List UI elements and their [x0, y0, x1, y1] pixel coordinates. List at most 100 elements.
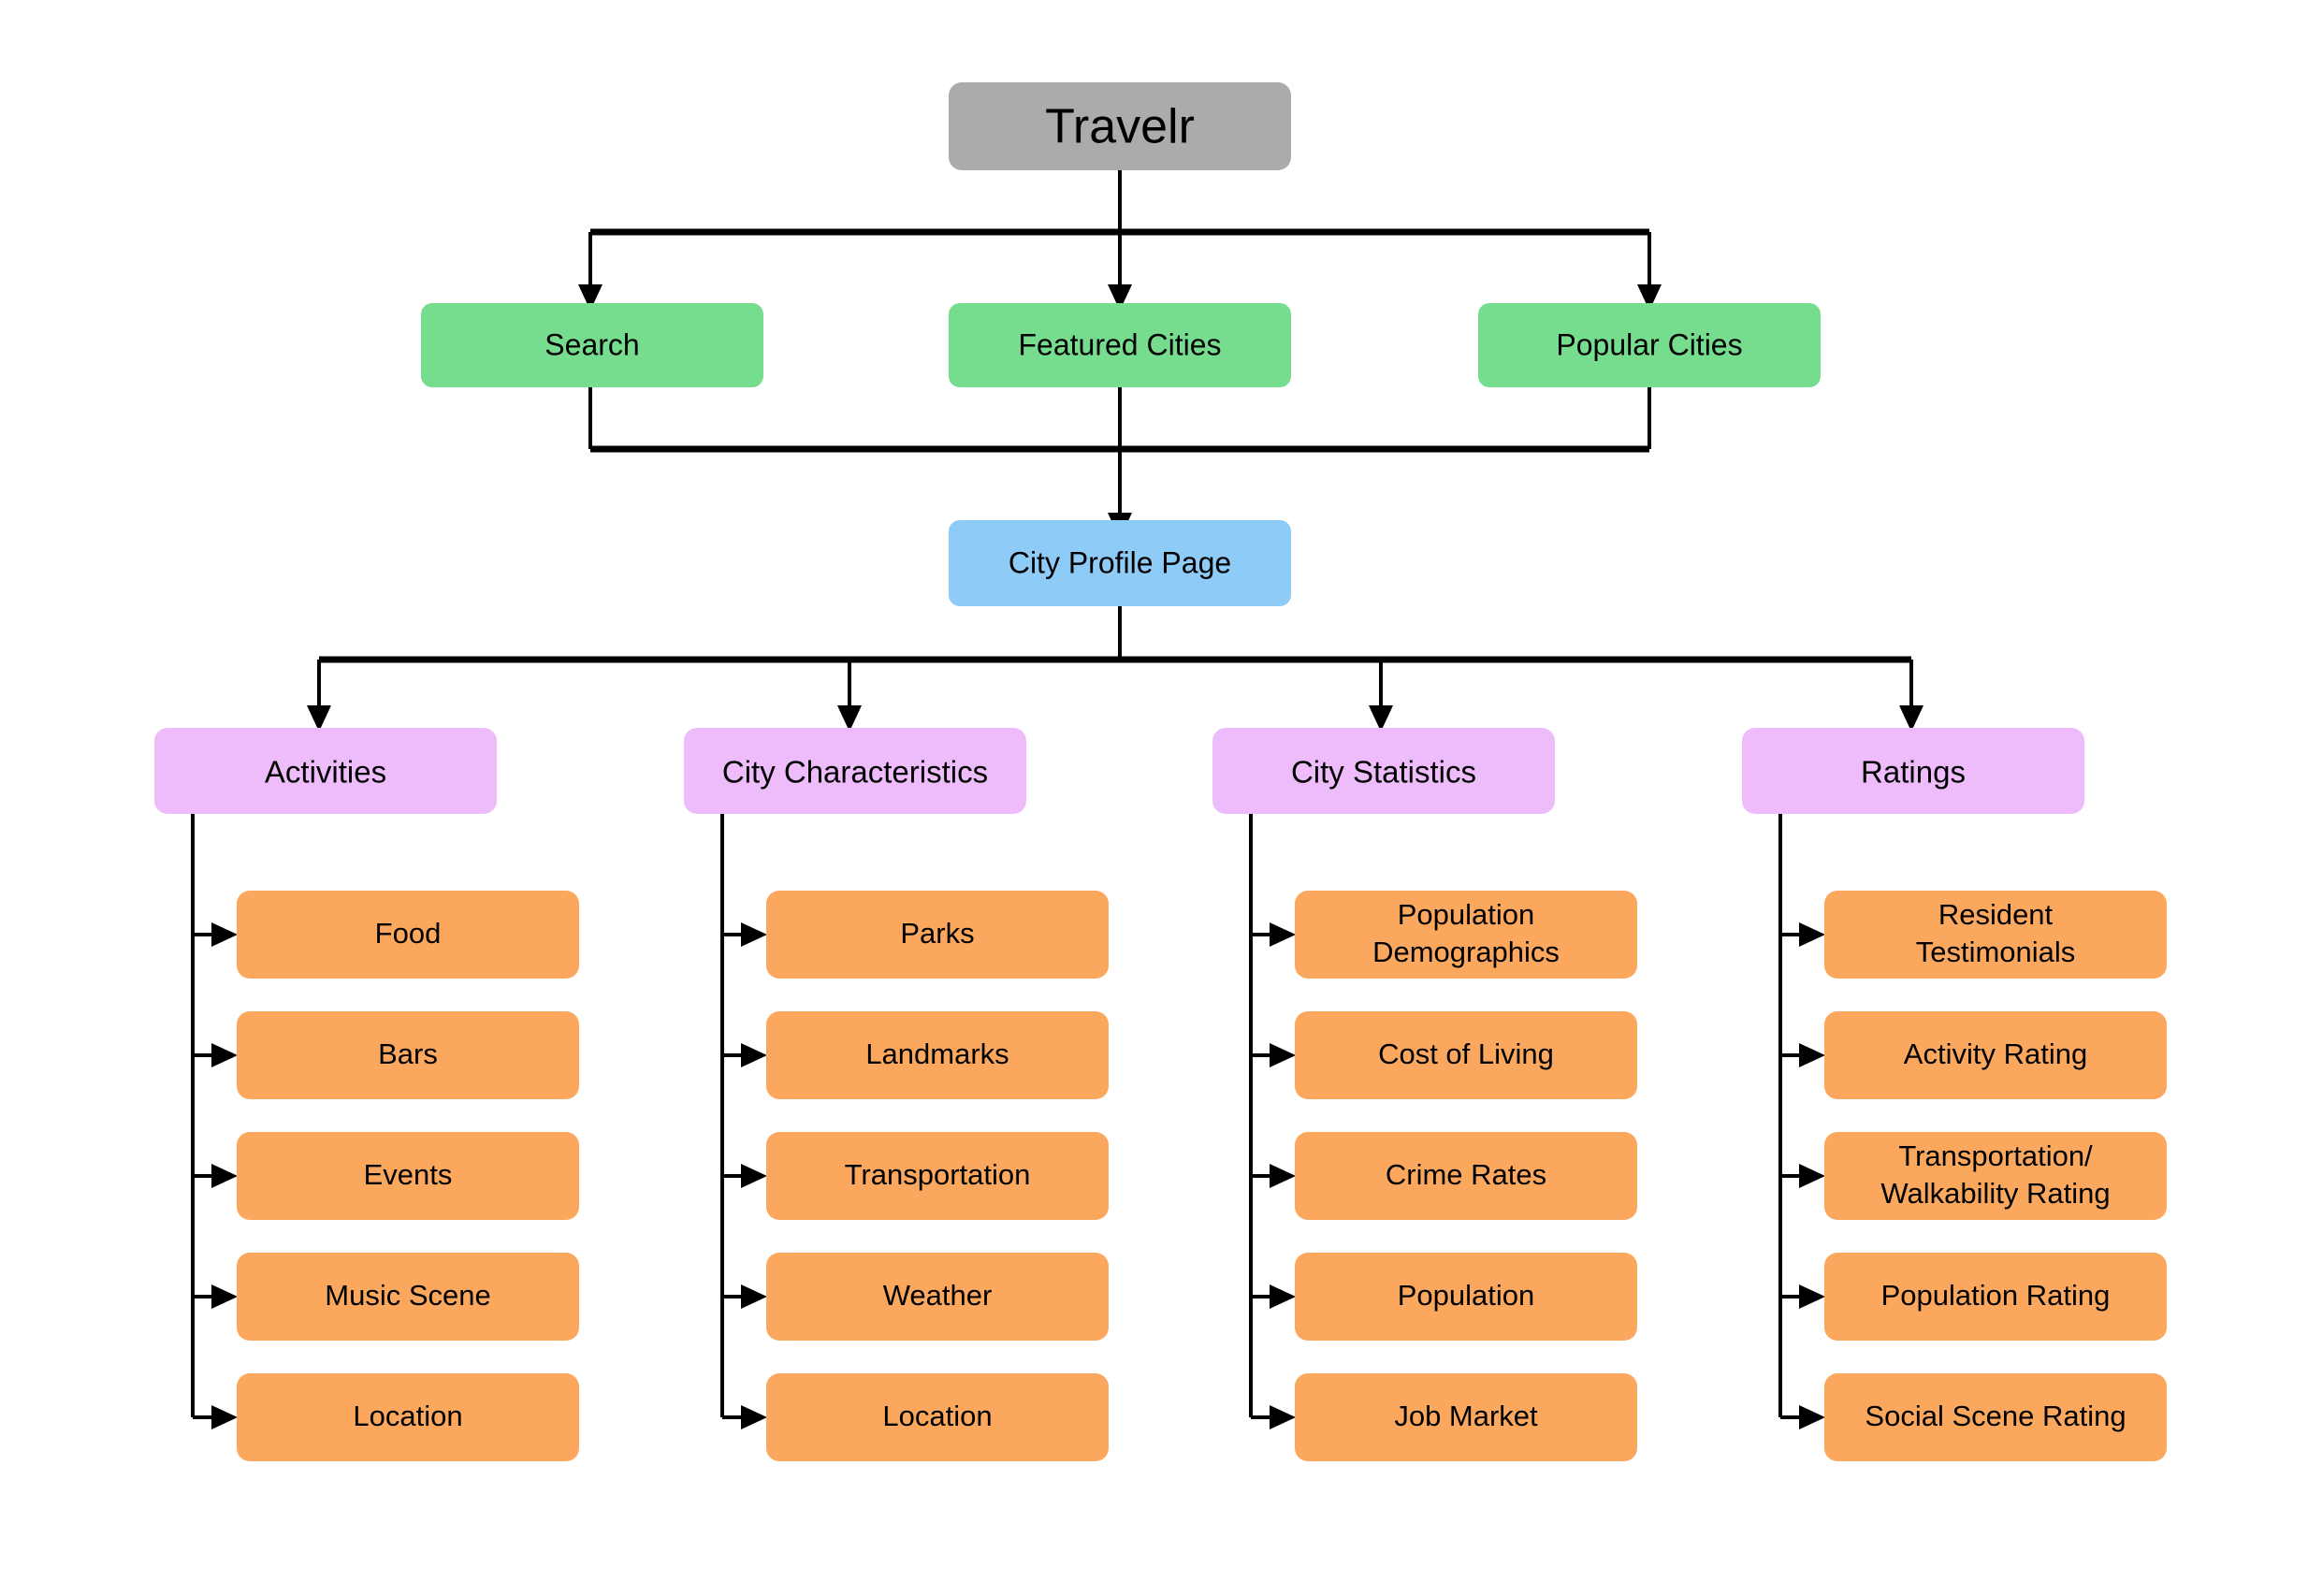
node-search[interactable]: Search — [421, 303, 763, 387]
leaf-job-market[interactable]: Job Market — [1295, 1373, 1637, 1461]
arrowhead-events — [211, 1164, 238, 1188]
arrowhead-resident-testimonials — [1799, 922, 1825, 947]
leaf-events-shape[interactable] — [237, 1132, 579, 1220]
leaf-parks[interactable]: Parks — [766, 891, 1109, 979]
arrowhead-search — [578, 284, 602, 311]
leaf-activity-rating[interactable]: Activity Rating — [1824, 1011, 2167, 1099]
leaf-activity-rating-shape[interactable] — [1824, 1011, 2167, 1099]
leaf-landmarks-label: Landmarks — [865, 1037, 1009, 1070]
leaf-population-demographics-label-line1: Population — [1398, 898, 1535, 931]
leaf-resident-testimonials[interactable]: Resident Testimonials — [1824, 891, 2167, 979]
node-category-city-characteristics[interactable]: City Characteristics — [684, 728, 1026, 814]
leaf-location-characteristics-shape[interactable] — [766, 1373, 1109, 1461]
node-city-profile-page-label: City Profile Page — [1009, 545, 1231, 579]
leaf-population[interactable]: Population — [1295, 1253, 1637, 1341]
node-search-shape[interactable] — [421, 303, 763, 387]
leaf-music-scene-label: Music Scene — [325, 1279, 490, 1312]
leaf-job-market-shape[interactable] — [1295, 1373, 1637, 1461]
leaf-crime-rates[interactable]: Crime Rates — [1295, 1132, 1637, 1220]
leaf-food[interactable]: Food — [237, 891, 579, 979]
node-featured-cities[interactable]: Featured Cities — [949, 303, 1291, 387]
leaf-location-activities-shape[interactable] — [237, 1373, 579, 1461]
leaf-population-demographics-shape[interactable] — [1295, 891, 1637, 979]
node-city-profile-page[interactable]: City Profile Page — [949, 520, 1291, 606]
leaf-weather[interactable]: Weather — [766, 1253, 1109, 1341]
node-category-activities[interactable]: Activities — [154, 728, 497, 814]
node-category-city-statistics-shape[interactable] — [1212, 728, 1555, 814]
arrowhead-landmarks — [741, 1043, 767, 1067]
arrowhead-social-scene-rating — [1799, 1405, 1825, 1429]
leaf-cost-of-living[interactable]: Cost of Living — [1295, 1011, 1637, 1099]
arrowhead-music-scene — [211, 1284, 238, 1309]
leaf-location-activities[interactable]: Location — [237, 1373, 579, 1461]
leaf-transportation-walkability-rating[interactable]: Transportation/ Walkability Rating — [1824, 1132, 2167, 1220]
node-popular-cities[interactable]: Popular Cities — [1478, 303, 1821, 387]
arrowhead-popular — [1637, 284, 1662, 311]
leaf-crime-rates-shape[interactable] — [1295, 1132, 1637, 1220]
arrowhead-transportation — [741, 1164, 767, 1188]
leaf-location-characteristics-label: Location — [882, 1400, 992, 1432]
node-category-city-characteristics-shape[interactable] — [684, 728, 1026, 814]
node-popular-cities-label: Popular Cities — [1556, 327, 1742, 361]
leaf-social-scene-rating-shape[interactable] — [1824, 1373, 2167, 1461]
leaf-job-market-label: Job Market — [1394, 1400, 1538, 1432]
arrowhead-statistics — [1369, 705, 1393, 732]
arrowhead-food — [211, 922, 238, 947]
leaf-bars-label: Bars — [378, 1037, 438, 1070]
leaf-population-label: Population — [1398, 1279, 1535, 1312]
leaf-transportation-walkability-rating-shape[interactable] — [1824, 1132, 2167, 1220]
leaf-transportation[interactable]: Transportation — [766, 1132, 1109, 1220]
leaf-food-shape[interactable] — [237, 891, 579, 979]
arrowhead-population-demographics — [1270, 922, 1296, 947]
leaf-events[interactable]: Events — [237, 1132, 579, 1220]
arrowhead-location-2 — [741, 1405, 767, 1429]
leaf-cost-of-living-shape[interactable] — [1295, 1011, 1637, 1099]
arrowhead-featured — [1108, 284, 1132, 311]
leaf-population-demographics-label-line2: Demographics — [1372, 936, 1560, 968]
leaf-resident-testimonials-label-line1: Resident — [1938, 898, 2054, 931]
arrowhead-cost-of-living — [1270, 1043, 1296, 1067]
leaf-music-scene[interactable]: Music Scene — [237, 1253, 579, 1341]
node-category-activities-shape[interactable] — [154, 728, 497, 814]
leaf-population-rating[interactable]: Population Rating — [1824, 1253, 2167, 1341]
leaf-transportation-walkability-rating-label-line2: Walkability Rating — [1880, 1177, 2110, 1210]
leaf-landmarks-shape[interactable] — [766, 1011, 1109, 1099]
arrowhead-population-rating — [1799, 1284, 1825, 1309]
node-popular-cities-shape[interactable] — [1478, 303, 1821, 387]
leaf-social-scene-rating[interactable]: Social Scene Rating — [1824, 1373, 2167, 1461]
leaf-transportation-shape[interactable] — [766, 1132, 1109, 1220]
node-category-ratings-shape[interactable] — [1742, 728, 2084, 814]
leaf-resident-testimonials-label-line2: Testimonials — [1916, 936, 2076, 968]
arrowhead-characteristics — [837, 705, 862, 732]
node-category-activities-label: Activities — [265, 755, 386, 790]
leaf-bars-shape[interactable] — [237, 1011, 579, 1099]
arrowhead-ratings — [1899, 705, 1923, 732]
leaf-food-label: Food — [375, 917, 442, 950]
node-featured-cities-label: Featured Cities — [1019, 327, 1222, 361]
leaf-weather-shape[interactable] — [766, 1253, 1109, 1341]
leaf-population-shape[interactable] — [1295, 1253, 1637, 1341]
node-search-label: Search — [544, 327, 639, 361]
leaf-landmarks[interactable]: Landmarks — [766, 1011, 1109, 1099]
node-root-travelr[interactable]: Travelr — [949, 82, 1291, 170]
leaf-resident-testimonials-shape[interactable] — [1824, 891, 2167, 979]
node-category-ratings[interactable]: Ratings — [1742, 728, 2084, 814]
leaf-location-characteristics[interactable]: Location — [766, 1373, 1109, 1461]
leaf-music-scene-shape[interactable] — [237, 1253, 579, 1341]
node-category-city-statistics[interactable]: City Statistics — [1212, 728, 1555, 814]
leaf-location-activities-label: Location — [353, 1400, 462, 1432]
node-root-label: Travelr — [1045, 100, 1195, 154]
leaf-cost-of-living-label: Cost of Living — [1378, 1037, 1554, 1070]
leaf-bars[interactable]: Bars — [237, 1011, 579, 1099]
node-city-profile-page-shape[interactable] — [949, 520, 1291, 606]
node-featured-cities-shape[interactable] — [949, 303, 1291, 387]
leaf-population-rating-shape[interactable] — [1824, 1253, 2167, 1341]
edges-entries-to-page — [588, 387, 1651, 539]
node-category-city-characteristics-label: City Characteristics — [722, 755, 988, 790]
leaf-population-rating-label: Population Rating — [1881, 1279, 2111, 1312]
arrowhead-crime-rates — [1270, 1164, 1296, 1188]
leaf-population-demographics[interactable]: Population Demographics — [1295, 891, 1637, 979]
leaf-parks-shape[interactable] — [766, 891, 1109, 979]
node-root-shape[interactable] — [949, 82, 1291, 170]
